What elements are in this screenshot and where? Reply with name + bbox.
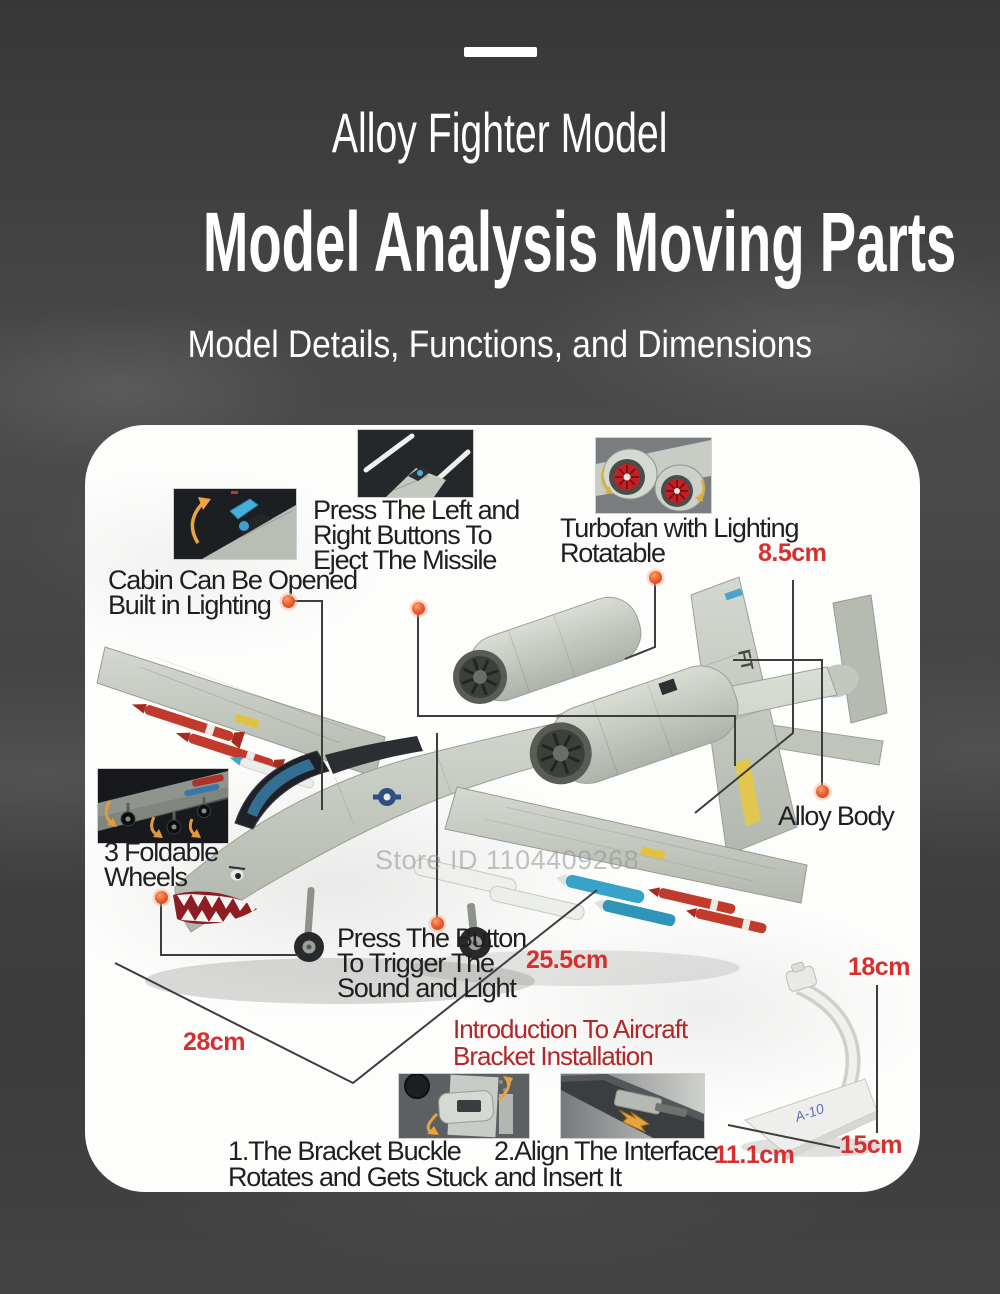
wing-marking <box>234 713 260 729</box>
alloy-body-callout-dot <box>815 784 829 798</box>
bracket-step1-photo <box>398 1073 530 1139</box>
wheels-photo <box>97 768 229 844</box>
callout-lines <box>114 577 878 1149</box>
plane-shadow-2 <box>410 950 740 986</box>
page-title: Model Analysis Moving Parts <box>202 195 957 289</box>
shark-mouth <box>173 891 257 925</box>
wheels-callout-dot <box>154 890 168 904</box>
stand-height-dimension: 18cm <box>848 953 910 981</box>
stand-clip <box>785 961 817 992</box>
fold-arrow-icon <box>104 800 113 825</box>
body-length-dimension: 25.5cm <box>526 946 608 974</box>
landing-gear <box>294 887 491 962</box>
turbofan-photo <box>595 437 712 514</box>
divider-dash <box>464 47 537 57</box>
spine-stripe <box>325 736 423 774</box>
missile-eject-photo <box>357 429 474 498</box>
near-wing-ordnance <box>413 858 767 934</box>
bracket-step2-photo <box>560 1073 705 1139</box>
open-canopy <box>229 498 259 520</box>
fin-tab <box>724 588 743 601</box>
wingspan-dimension: 28cm <box>183 1028 245 1056</box>
cabin-callout-dot <box>281 594 295 608</box>
rotate-arrow-icon <box>601 467 609 491</box>
cockpit-canopy <box>234 750 330 830</box>
turbofan-callout-dot <box>648 570 662 584</box>
roundel <box>373 788 401 806</box>
cabin-photo <box>173 488 297 560</box>
alloy-body-label: Alloy Body <box>778 801 895 831</box>
plane-shadow <box>145 958 535 1004</box>
store-watermark: Store ID 1104409268 <box>375 845 640 875</box>
insert-arrow-icon <box>618 1109 651 1134</box>
fuselage <box>173 666 838 933</box>
aircraft-illustration: FT <box>96 576 888 1161</box>
nose-eye <box>228 866 246 881</box>
missile-callout-dot <box>411 601 425 615</box>
stand-width-dimension: 11.1cm <box>714 1141 795 1169</box>
wing-marking-2 <box>640 846 666 860</box>
rotate-arrow-icon <box>190 501 205 544</box>
near-engine <box>529 665 739 785</box>
gear-wheels <box>120 797 211 835</box>
stand-length-dimension: 15cm <box>840 1131 902 1159</box>
sound-callout-dot <box>430 916 444 930</box>
right-fin <box>832 594 888 724</box>
series-title: Alloy Fighter Model <box>332 101 668 164</box>
far-engine <box>453 596 642 704</box>
detail-card: FT <box>85 425 920 1192</box>
stabilizer <box>768 724 884 766</box>
missile-streak <box>363 433 415 473</box>
fin-height-dimension: 8.5cm <box>758 539 827 567</box>
page-subtitle: Model Details, Functions, and Dimensions <box>187 324 813 366</box>
near-wing <box>444 786 808 904</box>
